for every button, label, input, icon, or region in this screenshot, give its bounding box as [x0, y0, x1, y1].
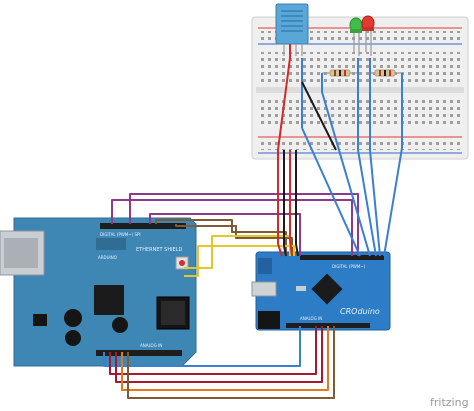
- wire-black-gnd: [295, 150, 299, 257]
- wire-darkred-bottom-1: [109, 326, 317, 375]
- shield-label-text: ETHERNET SHIELD: [136, 247, 183, 253]
- wire-darkred-bottom-2: [115, 326, 323, 383]
- ethernet-shield: ARDUINO ETHERNET SHIELD DIGITAL (PWM~) S…: [0, 217, 197, 367]
- resistor-2: [368, 69, 402, 77]
- led-red: [361, 15, 375, 56]
- wire-orange-bottom: [121, 326, 329, 391]
- wire-purple-3: [149, 213, 301, 256]
- wire-blue-1: [301, 127, 361, 257]
- wire-blue-2: [321, 91, 371, 257]
- fritzing-watermark: fritzing: [430, 396, 469, 409]
- wiznet-chip: [94, 285, 124, 315]
- wire-purple-1: [111, 199, 353, 256]
- wire-blue-5: [383, 147, 403, 257]
- center-channel: [256, 87, 464, 93]
- shield-analog-label: ANALOG IN: [140, 343, 162, 348]
- dc-jack: [258, 311, 280, 329]
- shield-digital-label: DIGITAL (PWM~) SPI: [100, 232, 141, 237]
- resistor-1: [322, 69, 358, 77]
- croduino-digital-header: [300, 255, 384, 260]
- wire-brown-bottom: [127, 326, 335, 399]
- shield-analog-header: [96, 350, 182, 356]
- wire-red-2: [277, 150, 283, 257]
- wire-black-2: [283, 150, 287, 257]
- capacitor-3: [112, 317, 128, 333]
- mcu-chip: [311, 273, 343, 305]
- usb-port: [251, 281, 277, 297]
- shield-brand-text: ARDUINO: [98, 255, 117, 260]
- top-terminal-holes: [260, 52, 460, 84]
- wire-blue-4: [369, 149, 381, 257]
- wire-yellow-2: [184, 245, 295, 277]
- dht-sensor: [275, 3, 309, 56]
- wire-brown-2: [175, 224, 293, 256]
- wire-red-power: [289, 150, 293, 257]
- croduino-board: CROduino DIGITAL (PWM~) ANALOG IN: [251, 251, 391, 331]
- wires: [103, 57, 403, 399]
- led-green: [349, 17, 363, 56]
- arduino-logo: [96, 238, 126, 250]
- voltage-regulator: [33, 314, 47, 326]
- croduino-digital-label: DIGITAL (PWM~): [332, 264, 366, 269]
- wire-black-diag: [301, 81, 337, 151]
- bottom-terminal-holes: [260, 96, 460, 128]
- bottom-rail-holes: [260, 140, 460, 150]
- crystal: [296, 286, 306, 291]
- croduino-analog-label: ANALOG IN: [300, 316, 322, 321]
- capacitor-1: [64, 309, 82, 327]
- wire-blue-bottom: [103, 326, 301, 367]
- croduino-brand-text: CROduino: [340, 307, 380, 316]
- breadboard: [251, 16, 469, 160]
- top-rail-holes: [260, 31, 460, 41]
- breadboard-jumpers: [289, 44, 403, 150]
- capacitor-2: [65, 330, 81, 346]
- wire-red-rail: [277, 57, 291, 151]
- wire-purple-2: [129, 193, 359, 256]
- wire-blue-3: [357, 149, 377, 257]
- croduino-analog-header: [286, 323, 370, 328]
- shield-digital-header: [100, 223, 186, 229]
